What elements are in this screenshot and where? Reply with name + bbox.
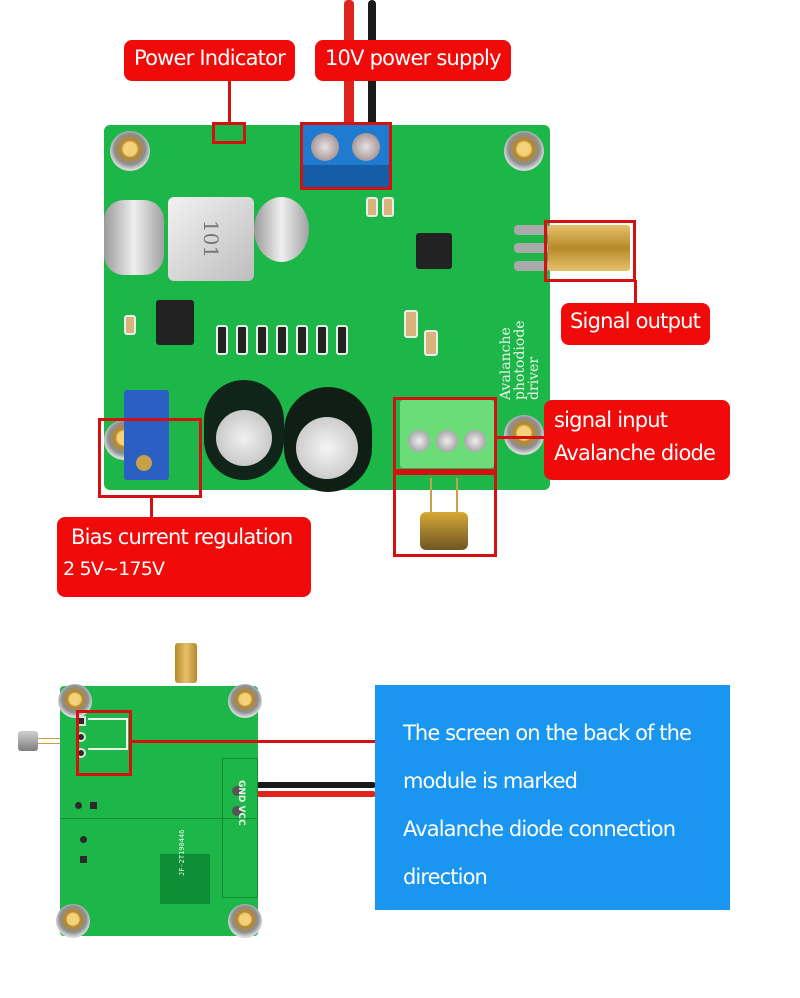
- highlight-sma: [544, 220, 636, 282]
- cap-top: [216, 410, 272, 466]
- board-title-line3: driver: [526, 356, 542, 400]
- board-title-line2: photodiode: [512, 320, 528, 400]
- sma-pad-1: [514, 225, 550, 235]
- smd-cap: [424, 330, 438, 356]
- power-terminal-block[interactable]: [302, 125, 390, 187]
- board-title-line1: Avalanche: [498, 327, 514, 400]
- note-line2: module is marked: [403, 769, 578, 793]
- label-power-supply: 10V power supply: [315, 40, 511, 81]
- label-bias-line2: 2 5V~175V: [63, 558, 165, 581]
- diode-6: [316, 325, 328, 355]
- smd-cap: [382, 197, 394, 217]
- smd-cap: [366, 197, 378, 217]
- mount-hole-tl: [110, 131, 150, 171]
- mount-hole-tr: [504, 131, 544, 171]
- label-signal-output: Signal output: [561, 303, 711, 345]
- highlight-power-terminal: [300, 122, 392, 190]
- label-power-indicator: Power Indicator: [124, 40, 295, 81]
- pcb-top-view: 101 Avalanche photodiode driver: [104, 125, 550, 492]
- mount-hole-br: [504, 415, 544, 455]
- board-divider: [60, 818, 258, 819]
- label-signal-input-line1: signal input: [554, 408, 668, 432]
- black-wire-back: [256, 782, 376, 788]
- label-signal-input-line2: Avalanche diode: [554, 441, 716, 466]
- sma-pad-3: [514, 261, 550, 271]
- smd-cap: [404, 310, 418, 338]
- mount-hole-bl: [56, 904, 90, 938]
- label-bias-regulation: Bias current regulation 2 5V~175V: [57, 517, 311, 597]
- label-signal-input: signal input Avalanche diode: [544, 400, 730, 480]
- via-4: [80, 856, 87, 863]
- capacitor-100uf-mid: [254, 197, 309, 262]
- mount-hole-br: [228, 904, 262, 938]
- gnd-vcc-area: [222, 758, 258, 898]
- diode-4: [276, 325, 288, 355]
- diode-1: [216, 325, 228, 355]
- gnd-vcc-silkscreen: GND VCC: [236, 780, 246, 826]
- leader-power-indicator: [228, 80, 231, 124]
- leader-bias: [150, 496, 153, 518]
- vcc-pad: [232, 806, 242, 816]
- note-line4: direction: [403, 865, 488, 889]
- leader-signal-input: [496, 436, 544, 439]
- note-line3: Avalanche diode connection: [403, 817, 676, 841]
- pcb-back-view: GND VCC JF-2T190446: [56, 684, 262, 938]
- leader-sma: [634, 280, 637, 305]
- diode-5: [296, 325, 308, 355]
- ic-regulator: [156, 300, 194, 345]
- ic-u2: [416, 233, 452, 269]
- diode-7: [336, 325, 348, 355]
- highlight-diode-marking: [76, 710, 132, 776]
- board-title-silkscreen: Avalanche photodiode driver: [498, 320, 542, 400]
- highlight-potentiometer: [98, 418, 202, 498]
- label-bias-line1: Bias current regulation: [71, 525, 293, 549]
- inductor-101: 101: [168, 197, 254, 281]
- gnd-pad: [232, 786, 242, 796]
- cap-top: [296, 417, 358, 479]
- sma-connector-back: [175, 643, 197, 683]
- inductor-marking: 101: [199, 219, 223, 259]
- electrolytic-cap-33uf: [284, 387, 372, 492]
- avalanche-photodiode: [420, 512, 468, 550]
- terminal-screw-1: [408, 430, 430, 452]
- sma-connector[interactable]: [548, 225, 630, 271]
- diode-3: [256, 325, 268, 355]
- terminal-screw-2: [436, 430, 458, 452]
- capacitor-100uf-left: [104, 200, 164, 275]
- terminal-screw-2: [352, 133, 380, 161]
- board-id-silkscreen: JF-2T190446: [178, 829, 186, 876]
- apd-leads: [430, 478, 458, 518]
- via-3: [80, 836, 87, 843]
- highlight-power-indicator: [212, 122, 246, 144]
- signal-terminal-block[interactable]: [400, 400, 494, 468]
- copper-pour-square: [160, 854, 210, 904]
- photodiode-leads-back: [38, 738, 60, 744]
- potentiometer-screw[interactable]: [136, 455, 152, 471]
- smd-cap: [124, 315, 136, 335]
- red-wire-back: [256, 791, 376, 797]
- bias-potentiometer[interactable]: [124, 390, 169, 480]
- diode-2: [236, 325, 248, 355]
- note-panel: The screen on the back of the module is …: [375, 685, 730, 910]
- highlight-photodiode: [393, 472, 497, 557]
- via-2: [90, 802, 97, 809]
- note-line1: The screen on the back of the: [403, 721, 692, 745]
- diode-symbol-silkscreen: [88, 718, 128, 750]
- terminal-screw-1: [311, 133, 339, 161]
- electrolytic-cap-1: [204, 380, 284, 480]
- highlight-signal-terminal: [393, 397, 497, 472]
- terminal-screw-3: [464, 430, 486, 452]
- sma-pad-2: [514, 243, 550, 253]
- mount-hole-tr: [228, 684, 262, 718]
- avalanche-photodiode-back: [18, 731, 38, 751]
- via-1: [75, 802, 82, 809]
- leader-diode-marking: [131, 740, 376, 743]
- terminal-base: [302, 165, 390, 187]
